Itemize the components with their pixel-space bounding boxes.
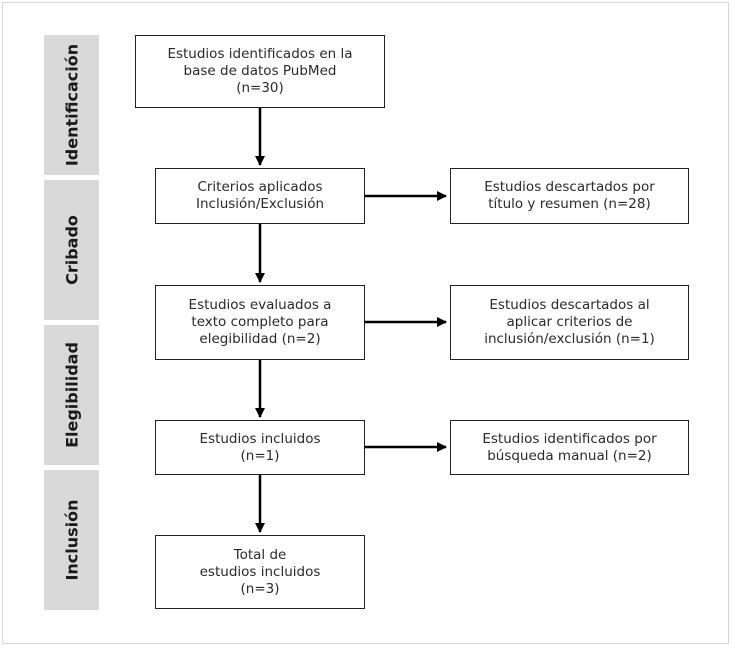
box-evaluated-text: Estudios evaluados a texto completo para… <box>188 297 332 347</box>
box-total: Total de estudios incluidos (n=3) <box>155 535 365 609</box>
box-manual-search-text: Estudios identificados por búsqueda manu… <box>482 430 657 464</box>
box-evaluated: Estudios evaluados a texto completo para… <box>155 285 365 360</box>
box-identified-text: Estudios identificados en la base de dat… <box>167 46 353 96</box>
box-total-text: Total de estudios incluidos (n=3) <box>199 546 321 597</box>
phase-cribado: Cribado <box>44 180 99 320</box>
diagram-frame <box>2 2 729 644</box>
box-discarded-criteria: Estudios descartados al aplicar criterio… <box>450 285 689 360</box>
box-discarded-title-text: Estudios descartados por título y resume… <box>484 179 655 212</box>
phase-elegibilidad: Elegibilidad <box>44 325 99 465</box>
box-manual-search: Estudios identificados por búsqueda manu… <box>450 420 689 475</box>
box-criteria-text: Criterios aplicados Inclusión/Exclusión <box>195 179 325 212</box>
box-identified: Estudios identificados en la base de dat… <box>135 35 385 108</box>
phase-identificacion: Identificación <box>44 35 99 175</box>
box-included-text: Estudios incluidos (n=1) <box>199 430 321 464</box>
box-discarded-title: Estudios descartados por título y resume… <box>450 168 689 224</box>
box-discarded-criteria-text: Estudios descartados al aplicar criterio… <box>484 297 655 347</box>
box-criteria: Criterios aplicados Inclusión/Exclusión <box>155 168 365 224</box>
phase-inclusion: Inclusión <box>44 470 99 610</box>
box-included: Estudios incluidos (n=1) <box>155 420 365 475</box>
